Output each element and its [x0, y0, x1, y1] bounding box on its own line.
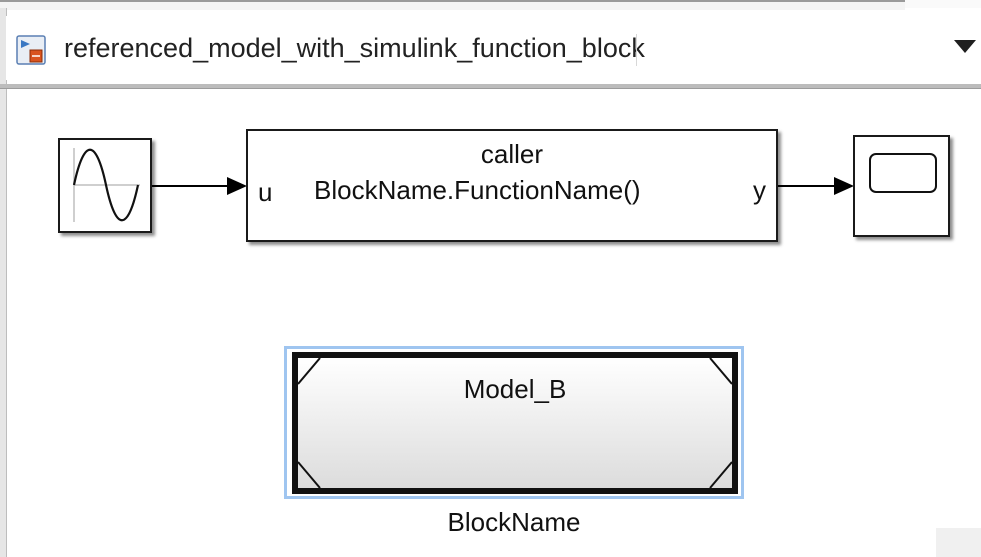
sine-wave-block[interactable] [58, 138, 152, 233]
function-caller-block[interactable]: caller u BlockName.FunctionName() y [246, 129, 778, 242]
caller-title: caller [480, 139, 544, 169]
model-corner-marks [298, 358, 732, 488]
breadcrumb-model-name[interactable]: referenced_model_with_simulink_function_… [64, 33, 645, 63]
function-prototype: BlockName.FunctionName() [314, 175, 641, 205]
simulink-model-icon[interactable] [16, 35, 46, 65]
window-left-border [0, 8, 7, 557]
output-port-label: y [753, 175, 766, 205]
corner-watermark [936, 528, 981, 557]
block-name-label[interactable]: BlockName [447, 507, 581, 537]
chevron-down-icon[interactable] [954, 40, 976, 53]
model-reference-block[interactable]: Model_B [292, 352, 738, 494]
referenced-model-name: Model_B [463, 374, 567, 404]
input-port-label: u [258, 177, 273, 207]
breadcrumb-divider [0, 84, 981, 89]
scope-block[interactable] [853, 135, 950, 237]
signal-line-2[interactable] [778, 185, 835, 187]
sine-wave-icon [72, 148, 140, 222]
selection-outline [284, 346, 744, 499]
signal-line-1[interactable] [152, 185, 228, 187]
breadcrumb-separator [636, 34, 637, 66]
scope-icon [869, 153, 937, 193]
window-top-edge-right [905, 0, 981, 8]
window-top-edge [0, 0, 905, 10]
signal-arrow-1 [227, 177, 247, 195]
signal-arrow-2 [834, 177, 854, 195]
breadcrumb: referenced_model_with_simulink_function_… [6, 16, 981, 80]
